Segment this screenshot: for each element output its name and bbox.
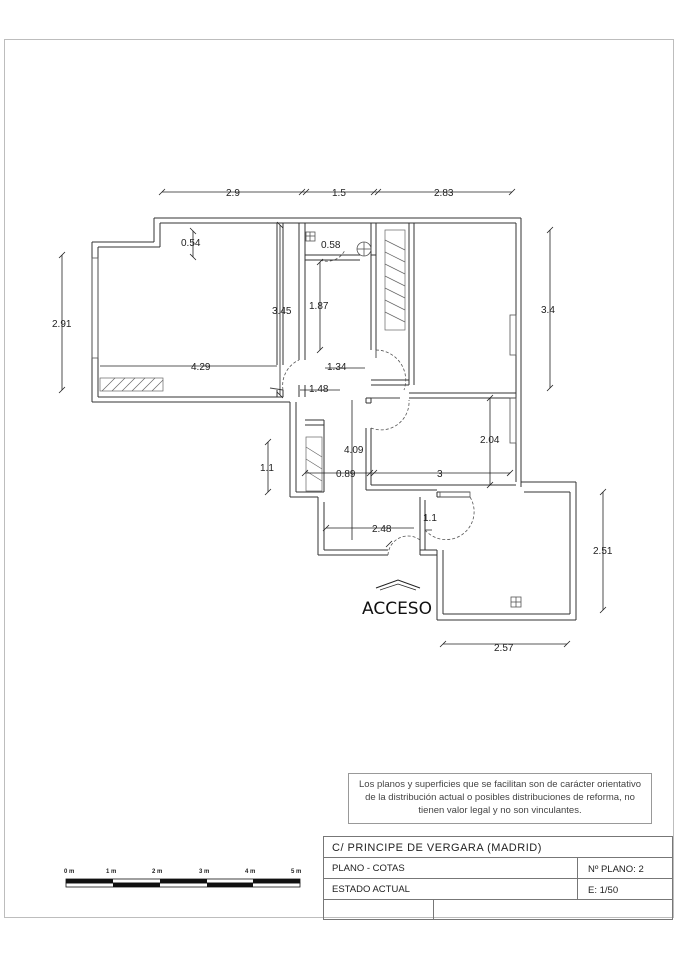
interior-walls	[276, 223, 516, 555]
dim-0-54: 0.54	[181, 238, 201, 249]
address-title: C/ PRINCIPE DE VERGARA (MADRID)	[324, 837, 672, 858]
fixture-symbols	[305, 231, 522, 608]
dimension-labels: 2.9 1.5 2.83 0.54 0.58 2.91 3.45 1.87 3.…	[52, 188, 613, 654]
scale-label-3: 3 m	[199, 869, 209, 875]
dim-3-45: 3.45	[272, 306, 292, 317]
dim-2-83: 2.83	[434, 188, 454, 199]
dim-0-58: 0.58	[321, 240, 341, 251]
wardrobe-hatching	[99, 229, 406, 492]
dim-1-87: 1.87	[309, 301, 329, 312]
dim-4-09: 4.09	[344, 445, 364, 456]
drawing-sheet-border	[4, 39, 674, 918]
plan-number: Nº PLANO: 2	[578, 858, 672, 879]
plan-type: PLANO - COTAS	[324, 858, 578, 879]
scale-label-2: 2 m	[152, 869, 162, 875]
title-block-empty-cell	[434, 900, 672, 919]
dim-1-1-left: 1.1	[260, 463, 274, 474]
scale-label-5: 5 m	[291, 869, 301, 875]
dim-3: 3	[437, 469, 443, 480]
dim-2-91: 2.91	[52, 319, 72, 330]
dim-1-5: 1.5	[332, 188, 346, 199]
title-block: C/ PRINCIPE DE VERGARA (MADRID) PLANO - …	[323, 836, 673, 920]
disclaimer-note: Los planos y superficies que se facilita…	[348, 773, 652, 824]
access-label: ACCESO	[362, 599, 432, 619]
dim-2-51: 2.51	[593, 546, 613, 557]
scale-bar: 0 m 1 m 2 m 3 m 4 m 5 m	[64, 869, 301, 888]
title-block-empty-cell	[324, 900, 434, 919]
windows	[91, 257, 517, 498]
scale-label-0: 0 m	[64, 869, 74, 875]
dim-1-48: 1.48	[309, 384, 329, 395]
door-leaves	[269, 350, 432, 531]
dimension-lines	[58, 188, 607, 648]
outer-walls	[91, 217, 577, 621]
dim-2-48: 2.48	[372, 524, 392, 535]
dim-1-1-door: 1.1	[423, 513, 437, 524]
dim-0-89: 0.89	[336, 469, 356, 480]
dim-3-4: 3.4	[541, 305, 555, 316]
dim-2-57: 2.57	[494, 643, 514, 654]
plan-state: ESTADO ACTUAL	[324, 879, 578, 900]
dim-4-29: 4.29	[191, 362, 211, 373]
dim-2-04: 2.04	[480, 435, 500, 446]
scale-label-4: 4 m	[245, 869, 255, 875]
scale-label-1: 1 m	[106, 869, 116, 875]
dim-2-9: 2.9	[226, 188, 240, 199]
door-swings	[282, 249, 475, 556]
plan-scale: E: 1/50	[578, 879, 672, 900]
dim-1-34: 1.34	[327, 362, 347, 373]
